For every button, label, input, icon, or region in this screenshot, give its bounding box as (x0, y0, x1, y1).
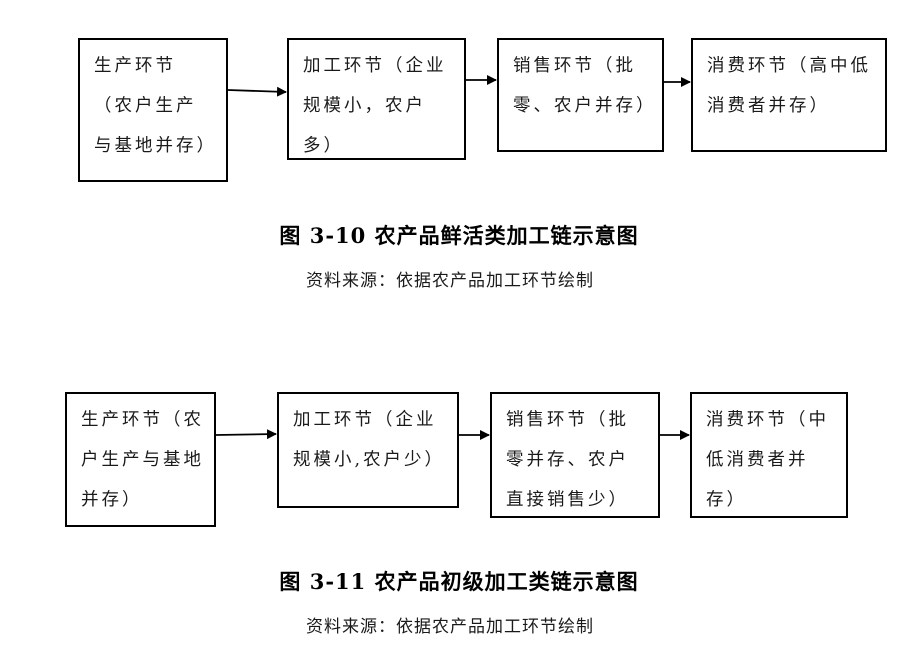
fig1-node-consumption-label: 消费环节（高中低消费者并存） (707, 56, 871, 116)
fig1-node-consumption: 消费环节（高中低消费者并存） (691, 38, 887, 152)
fig2-node-processing: 加工环节（企业规模小,农户少） (277, 392, 459, 508)
fig2-arrow-production-to-processing (215, 429, 277, 440)
fig2-node-production-label: 生产环节（农户生产与基地并存） (81, 410, 204, 510)
fig1-node-processing-label: 加工环节（企业规模小，农户多） (303, 56, 447, 156)
fig1-node-sales: 销售环节（批零、农户并存） (497, 38, 664, 152)
fig1-node-sales-label: 销售环节（批零、农户并存） (513, 56, 657, 116)
fig1-source-note: 资料来源：依据农产品加工环节绘制 (306, 271, 594, 291)
fig1-arrow-production-to-processing (227, 86, 287, 97)
fig1-node-production: 生产环节（农户生产与基地并存） (78, 38, 228, 182)
fig1-node-production-label: 生产环节（农户生产与基地并存） (94, 56, 217, 156)
fig2-node-consumption-label: 消费环节（中低消费者并存） (706, 410, 829, 510)
fig1-node-processing: 加工环节（企业规模小，农户多） (287, 38, 466, 160)
fig2-node-consumption: 消费环节（中低消费者并存） (690, 392, 848, 518)
fig2-node-sales-label: 销售环节（批零并存、农户直接销售少） (506, 410, 629, 510)
fig2-node-production: 生产环节（农户生产与基地并存） (65, 392, 216, 527)
fig2-node-processing-label: 加工环节（企业规模小,农户少） (293, 410, 446, 470)
fig1-caption: 图 3-10 农产品鲜活类加工链示意图 (279, 223, 639, 248)
fig2-node-sales: 销售环节（批零并存、农户直接销售少） (490, 392, 660, 518)
fig2-source-note: 资料来源：依据农产品加工环节绘制 (306, 617, 594, 637)
fig2-caption: 图 3-11 农产品初级加工类链示意图 (279, 569, 639, 594)
